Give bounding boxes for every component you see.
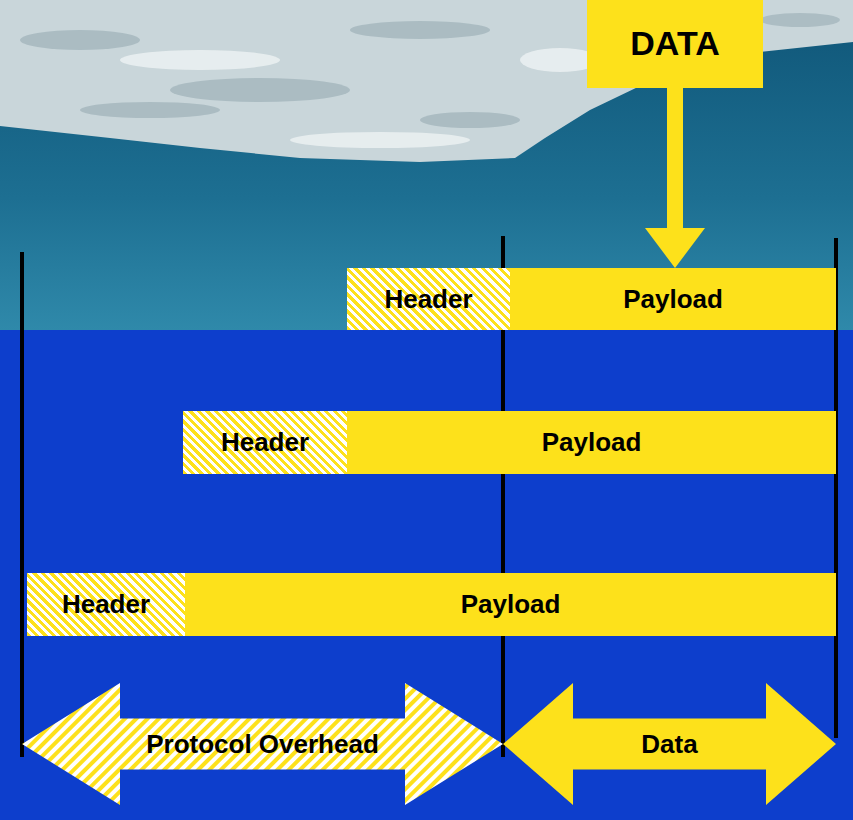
ice-highlight xyxy=(120,48,600,148)
node-label: Protocol Overhead xyxy=(146,730,379,759)
header-box: Header xyxy=(183,411,347,474)
node-label: Header xyxy=(62,590,150,619)
data-box: DATA xyxy=(587,0,763,88)
header-box: Header xyxy=(347,268,510,330)
double-arrow-outline xyxy=(503,683,836,805)
node-label: Data xyxy=(641,730,697,759)
node-label: Payload xyxy=(461,590,561,619)
node-label: DATA xyxy=(630,25,719,62)
boundary-lines xyxy=(22,236,836,757)
flow-arrow xyxy=(645,88,705,268)
double-arrow-outline xyxy=(22,683,503,805)
node-label: Header xyxy=(384,285,472,314)
sea-photo xyxy=(0,0,853,330)
payload-box: Payload xyxy=(347,411,836,474)
ice-floe xyxy=(0,0,853,162)
node-label: Header xyxy=(221,428,309,457)
payload-box: Payload xyxy=(510,268,836,330)
node-label: Payload xyxy=(623,285,723,314)
overhead-double-arrow: Protocol Overhead xyxy=(22,683,503,805)
payload-box: Payload xyxy=(185,573,836,636)
blue-ground xyxy=(0,330,853,820)
boundary-line xyxy=(20,252,24,757)
data-double-arrow: Data xyxy=(503,683,836,805)
node-label: Payload xyxy=(542,428,642,457)
header-box: Header xyxy=(27,573,185,636)
